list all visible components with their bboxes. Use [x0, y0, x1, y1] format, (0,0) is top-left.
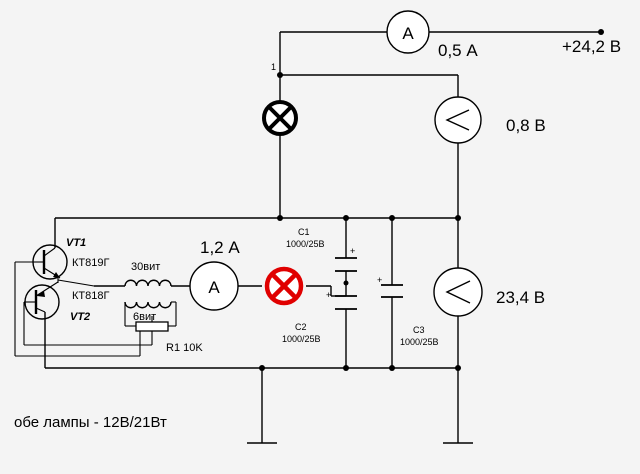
voltmeter-bottom	[433, 267, 483, 317]
ammeter-top-symbol: A	[402, 24, 414, 43]
c2-ref: C2	[295, 322, 307, 332]
ammeter-mid: A	[189, 261, 239, 311]
ammeter-top-reading: 0,5 А	[438, 41, 478, 60]
c3-value: 1000/25В	[400, 337, 439, 347]
capacitor-c2-icon	[335, 295, 357, 310]
coil-primary-icon	[124, 279, 172, 287]
lamp-mid-icon	[264, 266, 304, 306]
vt2-type: КТ818Г	[72, 290, 109, 302]
voltmeter-bottom-reading: 23,4 В	[496, 288, 545, 307]
c2-value: 1000/25В	[282, 334, 321, 344]
ammeter-mid-reading: 1,2 А	[200, 238, 240, 257]
c1-polarity: +	[350, 246, 355, 256]
vt2-ref: VT2	[70, 311, 90, 323]
resistor-label: R1 10K	[166, 342, 203, 354]
capacitor-c1-icon	[335, 257, 357, 272]
c3-ref: C3	[413, 325, 425, 335]
c1-value: 1000/25В	[286, 239, 325, 249]
ammeter-top: A	[386, 10, 430, 54]
c2-polarity: +	[326, 290, 331, 300]
coil-primary-label: 30вит	[131, 261, 160, 273]
capacitor-c3-icon	[381, 284, 403, 298]
lamp-top-icon	[262, 100, 298, 136]
c3-polarity: +	[377, 275, 382, 285]
voltmeter-top	[434, 96, 482, 144]
ammeter-mid-symbol: A	[208, 278, 220, 297]
coil-secondary-icon	[124, 301, 172, 309]
supply-voltage: +24,2 В	[562, 37, 621, 56]
voltmeter-top-reading: 0,8 В	[506, 116, 546, 135]
resistor-icon	[135, 316, 169, 332]
vt1-ref: VT1	[66, 237, 86, 249]
node-label: 1	[271, 62, 276, 72]
transistor-vt2-icon	[24, 281, 60, 320]
junctions	[259, 29, 604, 371]
vt1-type: КТ819Г	[72, 257, 109, 269]
c1-ref: C1	[298, 227, 310, 237]
wires	[14, 31, 601, 444]
coil-secondary-label: 6вит	[133, 311, 156, 323]
lamp-note: обе лампы - 12В/21Вт	[14, 414, 167, 431]
transistor-vt1-icon	[32, 244, 68, 280]
